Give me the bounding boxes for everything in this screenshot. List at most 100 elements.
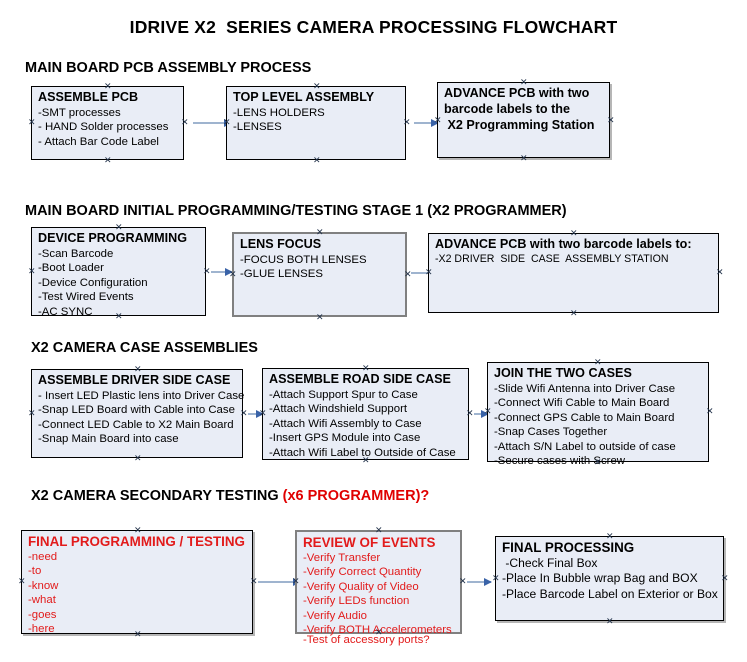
node-line: -Test Wired Events: [38, 291, 134, 304]
resize-handle-right[interactable]: [250, 578, 257, 585]
node-advance-pcb-to-driver-side-case[interactable]: ADVANCE PCB with two barcode labels to: …: [428, 233, 719, 313]
resize-handle-left[interactable]: [292, 578, 299, 585]
resize-handle-left[interactable]: [425, 269, 432, 276]
resize-handle-top[interactable]: [104, 83, 111, 90]
resize-handle-bottom[interactable]: [313, 157, 320, 164]
node-line: -what: [28, 594, 56, 607]
resize-handle-right[interactable]: [607, 117, 614, 124]
resize-handle-top[interactable]: [316, 229, 323, 236]
node-final-programming-testing[interactable]: FINAL PROGRAMMING / TESTING -need -to -k…: [21, 530, 253, 635]
node-advance-pcb-to-programming-station[interactable]: ADVANCE PCB with two barcode labels to t…: [437, 82, 610, 158]
resize-handle-top[interactable]: [594, 359, 601, 366]
node-final-processing[interactable]: FINAL PROCESSING -Check Final Box -Place…: [495, 536, 724, 621]
node-assemble-road-side-case[interactable]: ASSEMBLE ROAD SIDE CASE -Attach Support …: [262, 368, 469, 460]
node-title: ASSEMBLE PCB: [38, 90, 139, 104]
node-title: ADVANCE PCB with two barcode labels to:: [435, 237, 692, 251]
resize-handle-left[interactable]: [229, 271, 236, 278]
section-heading-accent: (x6 PROGRAMMER)?: [282, 488, 430, 504]
node-assemble-pcb[interactable]: ASSEMBLE PCB -SMT processes - HAND Solde…: [31, 86, 184, 160]
node-title-line-2: barcode labels to the: [444, 102, 570, 116]
section-heading-text: X2 CAMERA SECONDARY TESTING: [31, 488, 283, 504]
node-line: -Insert GPS Module into Case: [269, 432, 421, 445]
resize-handle-bottom[interactable]: [316, 314, 323, 321]
node-line: -know: [28, 579, 59, 592]
node-line: - Insert LED Plastic lens into Driver Ca…: [38, 390, 245, 402]
node-lens-focus[interactable]: LENS FOCUS -FOCUS BOTH LENSES -GLUE LENS…: [232, 232, 407, 317]
resize-handle-top[interactable]: [362, 365, 369, 372]
resize-handle-right[interactable]: [404, 271, 411, 278]
node-title: DEVICE PROGRAMMING: [38, 231, 188, 245]
resize-handle-top[interactable]: [375, 527, 382, 534]
node-line: -Snap LED Board with Cable into Case: [38, 404, 235, 417]
node-line: -Attach Windshield Support: [269, 403, 408, 416]
resize-handle-right[interactable]: [716, 269, 723, 276]
node-review-of-events[interactable]: REVIEW OF EVENTS -Verify Transfer -Verif…: [295, 530, 462, 646]
resize-handle-right[interactable]: [181, 119, 188, 126]
node-line: -Place Barcode Label on Exterior or Box: [502, 586, 718, 601]
node-title: REVIEW OF EVENTS: [303, 535, 436, 550]
resize-handle-bottom[interactable]: [104, 157, 111, 164]
resize-handle-left[interactable]: [492, 575, 499, 582]
node-line: -SMT processes: [38, 107, 121, 119]
resize-handle-left[interactable]: [28, 268, 35, 275]
resize-handle-bottom[interactable]: [606, 618, 613, 625]
resize-handle-left[interactable]: [259, 410, 266, 417]
resize-handle-top[interactable]: [115, 224, 122, 231]
node-line: -Place In Bubble wrap Bag and BOX: [502, 571, 698, 586]
node-title: FINAL PROCESSING: [502, 540, 635, 555]
resize-handle-right[interactable]: [203, 268, 210, 275]
node-line: -Connect GPS Cable to Main Board: [494, 411, 675, 424]
resize-handle-top[interactable]: [606, 533, 613, 540]
resize-handle-top[interactable]: [520, 79, 527, 86]
resize-handle-right[interactable]: [466, 410, 473, 417]
node-join-the-two-cases[interactable]: JOIN THE TWO CASES -Slide Wifi Antenna i…: [487, 362, 709, 467]
node-top-level-assembly[interactable]: TOP LEVEL ASSEMBLY -LENS HOLDERS -LENSES: [226, 86, 406, 160]
node-line: -Connect LED Cable to X2 Main Board: [38, 418, 234, 431]
node-title: TOP LEVEL ASSEMBLY: [233, 90, 375, 104]
resize-handle-bottom[interactable]: [134, 455, 141, 462]
node-assemble-driver-side-case[interactable]: ASSEMBLE DRIVER SIDE CASE - Insert LED P…: [31, 369, 245, 458]
resize-handle-top[interactable]: [134, 366, 141, 373]
resize-handle-right[interactable]: [403, 119, 410, 126]
resize-handle-right[interactable]: [240, 410, 247, 417]
node-line: -Verify Quality of Video: [303, 580, 419, 593]
node-line: -Check Final Box: [502, 556, 598, 570]
resize-handle-bottom[interactable]: [362, 457, 369, 464]
resize-handle-top[interactable]: [570, 230, 577, 237]
node-line: -Verify LEDs function: [303, 595, 410, 608]
resize-handle-left[interactable]: [18, 578, 25, 585]
resize-handle-left[interactable]: [28, 410, 35, 417]
resize-handle-top[interactable]: [134, 527, 141, 534]
resize-handle-top[interactable]: [313, 83, 320, 90]
resize-handle-right[interactable]: [459, 578, 466, 585]
node-device-programming[interactable]: DEVICE PROGRAMMING -Scan Barcode -Boot L…: [31, 227, 206, 318]
resize-handle-left[interactable]: [28, 119, 35, 126]
node-line: -Device Configuration: [38, 276, 148, 289]
resize-handle-bottom[interactable]: [115, 313, 122, 320]
resize-handle-bottom[interactable]: [594, 459, 601, 466]
node-title: LENS FOCUS: [240, 237, 322, 251]
node-line: -AC SYNC: [38, 305, 93, 318]
node-line: -Snap Cases Together: [494, 426, 608, 439]
node-line: -goes: [28, 608, 57, 621]
resize-handle-left[interactable]: [223, 119, 230, 126]
resize-handle-right[interactable]: [706, 408, 713, 415]
node-line: -Verify Correct Quantity: [303, 566, 422, 579]
resize-handle-bottom[interactable]: [520, 155, 527, 162]
node-line: -LENSES: [233, 121, 282, 134]
node-line: -Slide Wifi Antenna into Driver Case: [494, 383, 676, 395]
resize-handle-bottom[interactable]: [134, 631, 141, 638]
node-line: -LENS HOLDERS: [233, 107, 325, 119]
resize-handle-bottom[interactable]: [570, 310, 577, 317]
node-line: -need: [28, 551, 58, 563]
resize-handle-left[interactable]: [434, 117, 441, 124]
section-heading-main-board-pcb-assembly: MAIN BOARD PCB ASSEMBLY PROCESS: [25, 60, 312, 76]
connector-review-of-events-to-final-processing[interactable]: [467, 577, 492, 586]
resize-handle-left[interactable]: [484, 408, 491, 415]
node-overflow-line: -Test of accessory ports?: [303, 634, 430, 646]
resize-handle-bottom[interactable]: [375, 629, 382, 636]
node-line: -Attach Wifi Assembly to Case: [269, 417, 422, 430]
node-title: JOIN THE TWO CASES: [494, 366, 632, 380]
resize-handle-right[interactable]: [721, 575, 728, 582]
